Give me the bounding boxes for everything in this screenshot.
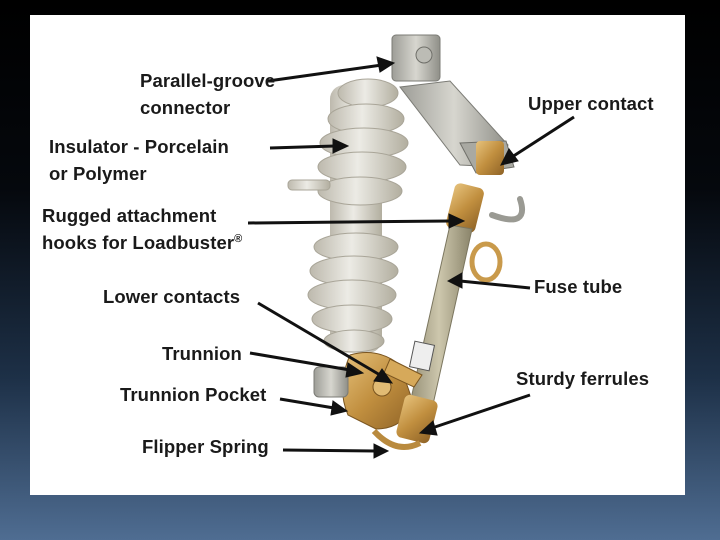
pull-ring [472,244,500,280]
label-upper-contact: Upper contact [528,90,654,117]
upper-contact-bronze [476,141,504,175]
loadbuster-hook [492,199,522,219]
label-insulator-line1: Insulator - Porcelain [49,133,229,160]
arrow-trunnion [250,353,350,370]
arrow-fuse-tube [460,281,530,288]
insulator-image [288,79,408,353]
registered-mark: ® [234,233,242,245]
insulator-shed [338,79,398,107]
insulator-shed [318,177,402,205]
label-hooks-line2: hooks for Loadbuster® [42,229,242,256]
label-trunnion-pocket: Trunnion Pocket [120,381,266,408]
parallel-groove-connector-shape [392,35,440,81]
arrowhead [377,57,394,72]
label-sturdy-ferrules: Sturdy ferrules [516,365,649,392]
arrow-trunnion-pocket [280,399,334,408]
arrow-hooks [248,221,450,223]
lower-mount-bracket [314,367,348,397]
label-fuse-tube: Fuse tube [534,273,622,300]
arrowhead [374,444,388,458]
connector-bolt [416,47,432,63]
arrow-sturdy-ferrules [432,395,530,428]
label-insulator: Insulator - Porcelain or Polymer [49,133,229,187]
label-flipper-spring: Flipper Spring [142,433,269,460]
insulator-mount-rod [288,180,330,190]
label-lower-contacts: Lower contacts [103,283,240,310]
arrow-upper-contact [512,117,574,157]
arrow-insulator [270,146,335,148]
label-insulator-line2: or Polymer [49,160,229,187]
insulator-shed [312,305,392,333]
label-parallel-groove-line2: connector [140,94,275,121]
label-hooks-line2-text: hooks for Loadbuster [42,232,234,253]
label-hooks: Rugged attachment hooks for Loadbuster® [42,202,242,256]
slide-canvas: Parallel-groove connector Insulator - Po… [30,15,685,495]
arrow-flipper-spring [283,450,375,451]
label-parallel-groove-line1: Parallel-groove [140,67,275,94]
label-parallel-groove: Parallel-groove connector [140,67,275,121]
label-hooks-line1: Rugged attachment [42,202,242,229]
label-trunnion: Trunnion [162,340,242,367]
